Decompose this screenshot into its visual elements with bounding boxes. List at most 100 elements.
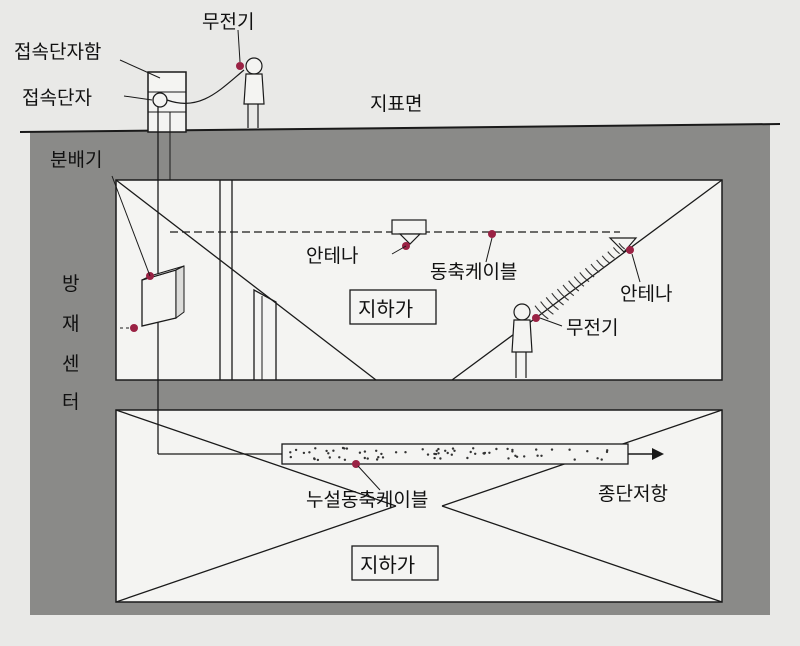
wave-arc: [573, 276, 585, 287]
leaky-coax-dot: [332, 449, 335, 452]
leaky-coax-dot: [341, 446, 345, 450]
wave-arc: [551, 292, 564, 306]
leaky-coax-dot: [550, 448, 554, 451]
leaky-coax-dot: [327, 452, 330, 455]
leaky-coax-dot: [437, 452, 440, 455]
ground-surface-label: 지표면: [370, 93, 422, 115]
leaky-coax-dot: [421, 448, 424, 451]
leaky-coax-dot: [394, 451, 398, 454]
termination-resistor-label: 종단저항: [598, 483, 668, 505]
leaky-coax-dot: [600, 458, 603, 461]
leaky-coax-dot: [469, 450, 472, 454]
leaky-coax-dot: [404, 451, 407, 454]
radio-underground-label: 무전기: [566, 317, 618, 339]
leaky-coax-dot: [302, 451, 306, 455]
radio-top-label: 무전기: [202, 11, 254, 33]
leaky-coax-dots: [289, 446, 609, 462]
underground-upper-label: 지하가: [358, 297, 413, 321]
leaky-coax-dot: [495, 447, 498, 451]
wave-arc: [584, 267, 595, 278]
leaky-coax-dot: [433, 452, 436, 456]
junction-terminal-label: 접속단자: [22, 87, 92, 109]
leaky-coax-dot: [375, 449, 378, 452]
leaky-coax-dot: [506, 447, 509, 451]
coax-cable-label: 동축케이블: [430, 261, 517, 283]
leaky-coax-dot: [472, 447, 475, 450]
disaster-center-char-2: 재: [62, 313, 79, 335]
surface-cable: [166, 69, 245, 105]
leaky-coax-dot: [540, 454, 543, 457]
leaky-coax-dot: [363, 456, 366, 460]
leaky-coax-dot: [605, 450, 609, 454]
wave-arc: [579, 272, 590, 283]
leaky-coax-dot: [328, 456, 331, 459]
leaky-coax-dot: [325, 449, 328, 453]
antenna-left-label: 안테나: [306, 245, 358, 267]
wave-arc: [612, 247, 620, 255]
coax-marker: [488, 230, 496, 238]
underground-lower-label: 지하가: [360, 553, 415, 577]
distributor-label: 분배기: [50, 149, 102, 171]
antenna-left-device: [391, 219, 427, 245]
underground-radio-person: [511, 303, 533, 378]
leaky-coax-label: 누설동축케이블: [306, 489, 428, 511]
junction-box-label: 접속단자함: [14, 41, 101, 63]
wave-arc: [601, 255, 610, 264]
leaky-coax-dot: [314, 447, 317, 450]
leaky-coax-dot: [381, 456, 385, 459]
leaky-coax-dot: [536, 454, 539, 457]
leaky-coax-dot: [483, 452, 486, 455]
antenna-right-marker: [626, 246, 634, 254]
leaky-coax-dot: [345, 447, 349, 450]
leaky-coax-dot: [596, 457, 599, 460]
leaky-coax-dot: [523, 455, 526, 458]
leaky-coax-dot: [474, 452, 477, 455]
leaky-coax-dot: [294, 448, 298, 452]
disaster-center-char-1: 방: [62, 273, 79, 295]
leaky-coax-dot: [511, 450, 514, 453]
leaky-coax-dot: [316, 458, 320, 462]
disaster-center-char-4: 터: [62, 391, 79, 413]
leaky-coax-dot: [507, 457, 510, 460]
leaky-coax-dot: [377, 456, 380, 459]
wave-arc: [607, 251, 615, 259]
radio-underground-marker: [532, 314, 540, 322]
lower-underground-room: [115, 409, 723, 603]
leaky-coax-dot: [466, 456, 469, 460]
leaky-coax-dot: [451, 447, 455, 450]
door: [253, 288, 277, 380]
wave-arc: [545, 297, 559, 311]
leaky-coax-cable: [281, 443, 629, 465]
wave-arc: [540, 301, 554, 315]
leaky-coax-dot: [453, 449, 456, 452]
leaky-coax-dot: [375, 458, 379, 461]
antenna-right-device: [608, 237, 638, 253]
leaky-coax-dot: [437, 447, 440, 451]
leaky-coax-dot: [308, 451, 311, 454]
leaky-coax-dot: [568, 448, 571, 451]
leaky-coax-dot: [338, 456, 341, 459]
wave-arc: [590, 263, 600, 273]
wave-arc: [556, 288, 569, 301]
wave-arc: [568, 280, 580, 292]
leaky-coax-dot: [313, 457, 316, 461]
radio-wave-beam: [534, 242, 626, 320]
leaky-coax-dot: [426, 453, 430, 456]
leaky-coax-dot: [535, 448, 538, 451]
leaky-coax-dot: [366, 457, 369, 460]
disaster-center-marker: [130, 324, 138, 332]
leaky-coax-dot: [433, 456, 436, 460]
junction-terminal: [152, 92, 168, 108]
leaky-coax-dot: [488, 451, 491, 454]
leaky-coax-dot: [573, 458, 576, 461]
leaky-coax-dot: [586, 450, 589, 453]
leaky-coax-dot: [450, 453, 453, 456]
leaky-coax-dot: [435, 449, 438, 452]
leaky-coax-dot: [439, 457, 442, 460]
leaky-coax-dot: [289, 451, 292, 454]
leaky-coax-dot: [363, 450, 367, 453]
wave-arc: [618, 242, 626, 250]
radio-top-marker: [236, 62, 244, 70]
